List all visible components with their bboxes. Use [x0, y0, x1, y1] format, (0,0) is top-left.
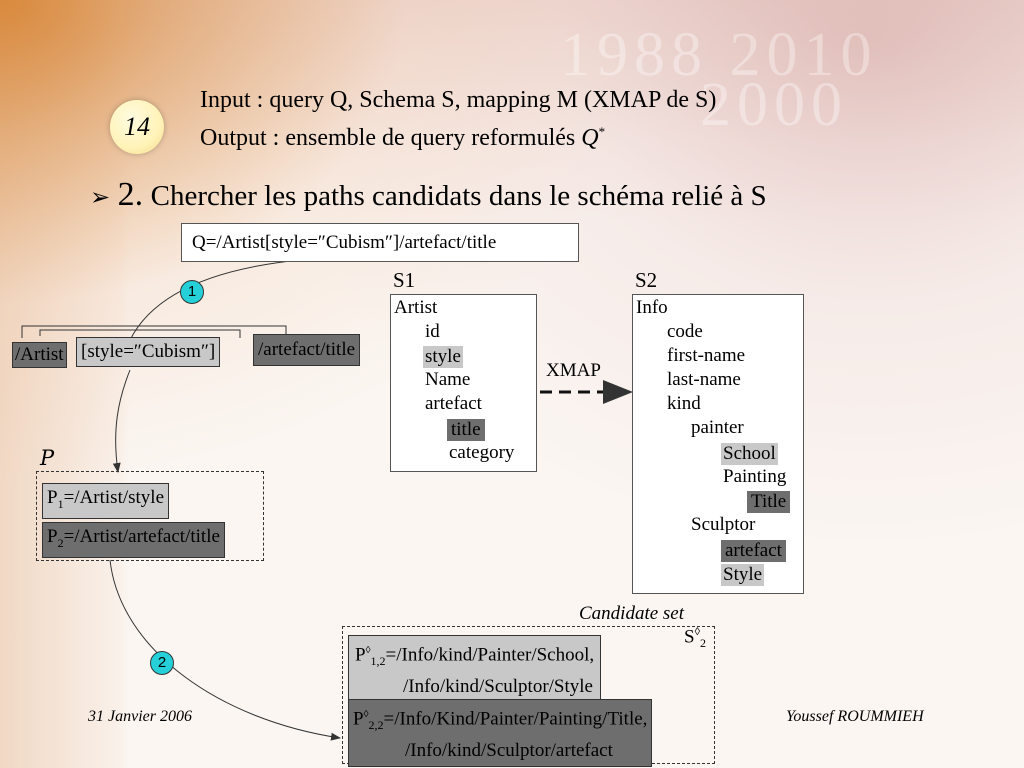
step-2-marker: 2 [150, 651, 174, 675]
paths-set [36, 471, 264, 561]
s1-node-artefact: artefact [425, 393, 482, 414]
candidate-2-prefix: P [353, 708, 364, 730]
s2-node-sculptor: Sculptor [691, 514, 756, 535]
candidate-1-line-1: =/Info/kind/Painter/School, [385, 644, 595, 666]
s2-node-first-name: first-name [667, 345, 746, 366]
candidate-1-sup: ◊ [365, 645, 371, 656]
s2-node-style: Style [721, 564, 765, 586]
s1-node-category: category [449, 442, 515, 463]
candidate-2-line-2: /Info/kind/Sculptor/artefact [405, 740, 613, 762]
footer-date: 31 Janvier 2006 [88, 708, 192, 725]
s1-label: S1 [393, 268, 416, 292]
title-q-symbol: Q [581, 125, 599, 151]
step-1-number: 1 [187, 283, 197, 300]
xmap-label: XMAP [546, 360, 601, 381]
s1-node-name: Name [425, 369, 471, 390]
query-parts-bracket [21, 325, 287, 340]
candidate-2-sup: ◊ [363, 709, 369, 720]
section-heading: ➢ 2. Chercher les paths candidats dans l… [90, 176, 767, 214]
paths-set-label: P [40, 446, 55, 470]
slide-number: 14 [124, 112, 150, 141]
candidate-1-prefix: P [355, 644, 366, 666]
heading-text: Chercher les paths candidats dans le sch… [150, 180, 767, 212]
path-p2: P2=/Artist/artefact/title [42, 522, 225, 558]
candidate-2-line-1: =/Info/Kind/Painter/Painting/Title, [383, 708, 648, 730]
s2-root: Info [636, 297, 668, 318]
slide-title: Input : query Q, Schema S, mapping M (XM… [200, 84, 716, 154]
arrow-to-paths [112, 369, 131, 473]
candidate-set-letter: S [684, 626, 695, 648]
step-1-marker: 1 [180, 280, 204, 304]
query-box: Q=/Artist[style=″Cubism″]/artefact/title [181, 223, 579, 262]
candidate-path-1: P◊1,2=/Info/kind/Painter/School, /Info/k… [348, 635, 602, 704]
s1-node-style: style [423, 346, 463, 368]
candidate-1-sub: 1,2 [370, 654, 386, 669]
query-split-curve [129, 259, 301, 341]
s2-node-last-name: last-name [667, 369, 741, 390]
title-line-1: Input : query Q, Schema S, mapping M (XM… [200, 87, 717, 113]
candidate-set-sup: ◊ [694, 626, 701, 638]
s2-node-painting: Painting [723, 466, 787, 487]
slide-number-badge: 14 [110, 100, 164, 154]
candidate-1-line-2: /Info/kind/Sculptor/Style [403, 676, 593, 698]
s2-label: S2 [635, 268, 658, 292]
title-line-2-text: Output : ensemble de query reformulés [200, 125, 582, 151]
query-part-artefact-title: /artefact/title [253, 334, 361, 366]
s2-node-school: School [721, 443, 778, 465]
arrow-to-candidates [109, 559, 341, 741]
s2-node-artefact: artefact [721, 540, 786, 562]
path-p2-sub: 2 [57, 535, 64, 550]
path-p1-text: =/Artist/style [63, 487, 165, 508]
background-years-decoration: 1988 2010 [560, 21, 878, 89]
bullet-arrow-icon: ➢ [90, 183, 111, 211]
query-part-artist: /Artist [12, 342, 67, 368]
title-q-star: * [598, 124, 606, 139]
candidate-path-2: P◊2,2=/Info/Kind/Painter/Painting/Title,… [348, 699, 653, 768]
path-p2-text: =/Artist/artefact/title [63, 526, 220, 547]
candidate-set-symbol: S◊2 [684, 626, 706, 651]
candidate-set-sub: 2 [700, 636, 707, 651]
s2-node-title: Title [747, 491, 791, 513]
title-line-2: Output : ensemble de query reformulés Q* [200, 116, 716, 154]
background-years-decoration-2: 2000 [700, 71, 848, 139]
s2-node-kind: kind [667, 393, 701, 414]
step-2-number: 2 [157, 654, 167, 671]
query-part-style-predicate: [style=″Cubism″] [76, 337, 221, 367]
s1-schema-box [390, 294, 537, 472]
s1-node-id: id [425, 321, 440, 342]
footer-author: Youssef ROUMMIEH [786, 708, 924, 725]
path-p1: P1=/Artist/style [42, 483, 170, 519]
path-p1-prefix: P [47, 487, 58, 508]
heading-number: 2. [117, 176, 144, 213]
path-p1-sub: 1 [57, 496, 64, 511]
s1-node-title: title [447, 419, 485, 441]
candidate-set-title: Candidate set [579, 603, 685, 624]
s1-root: Artist [394, 297, 438, 318]
path-p2-prefix: P [47, 526, 58, 547]
query-text: Q=/Artist[style=″Cubism″]/artefact/title [192, 232, 497, 253]
s2-node-code: code [667, 321, 703, 342]
candidate-2-sub: 2,2 [368, 718, 384, 733]
s2-node-painter: painter [691, 417, 744, 438]
